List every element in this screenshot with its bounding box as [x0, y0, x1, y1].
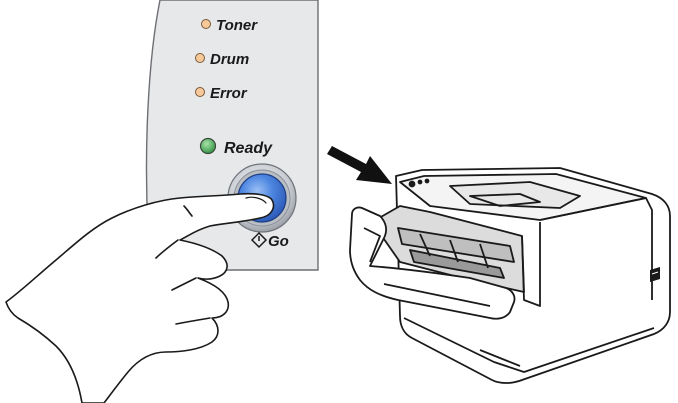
ready-led-icon — [199, 137, 217, 155]
toner-label: Toner — [216, 17, 258, 34]
go-diamond-icon — [250, 231, 268, 249]
go-text: Go — [268, 233, 289, 250]
drum-led-icon — [195, 53, 205, 63]
indicator-ready: Ready — [199, 137, 273, 157]
toner-led-icon — [201, 19, 211, 29]
error-label: Error — [210, 85, 248, 102]
go-label: Go — [250, 231, 289, 250]
indicator-toner: Toner — [201, 17, 258, 34]
printer-icon — [349, 167, 671, 384]
error-led-icon — [195, 87, 205, 97]
ready-label: Ready — [224, 140, 273, 157]
arrow-icon — [327, 146, 392, 184]
drum-label: Drum — [210, 51, 249, 68]
hand-icon — [5, 192, 275, 403]
indicator-error: Error — [195, 85, 248, 102]
indicator-drum: Drum — [195, 51, 249, 68]
